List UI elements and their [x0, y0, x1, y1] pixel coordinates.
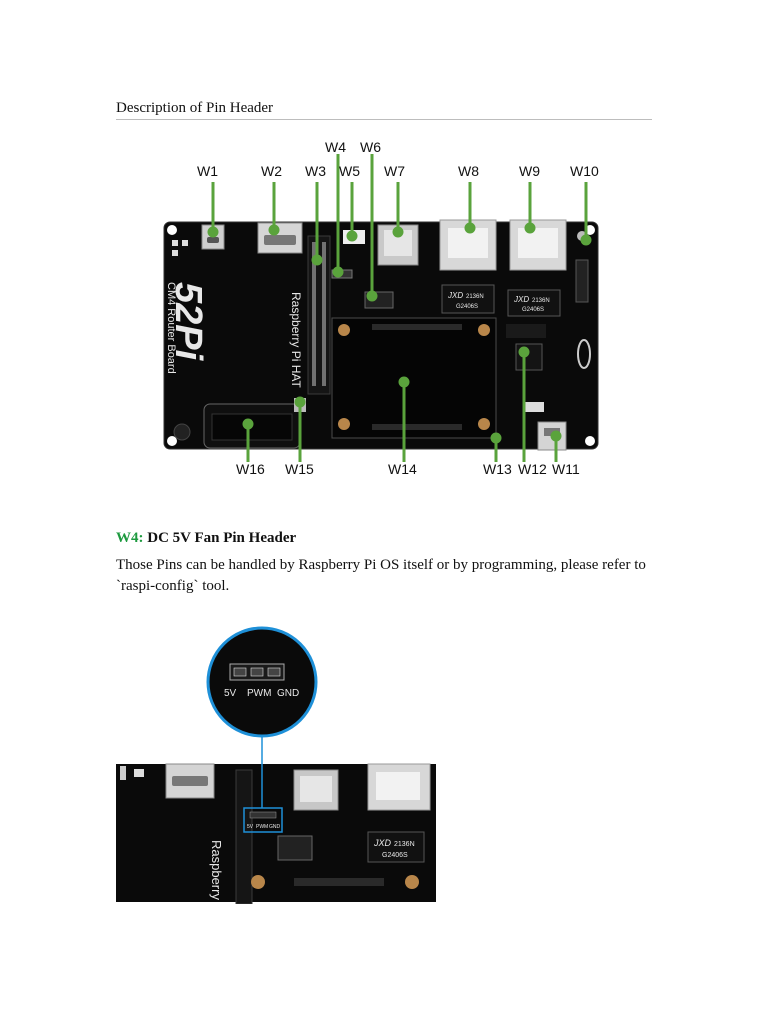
closeup-chip-brand: JXD: [373, 838, 392, 848]
label-w15: W15: [285, 461, 314, 477]
magnifier-circle: 5V PWM GND: [206, 626, 318, 738]
section-title-prefix: W4:: [116, 530, 144, 546]
pin-label-pwm: PWM: [247, 688, 271, 699]
heading-divider: [116, 119, 652, 120]
label-w7: W7: [384, 163, 405, 179]
label-w6: W6: [360, 139, 381, 155]
section-title-text: DC 5V Fan Pin Header: [147, 530, 297, 546]
chip-code-3: 2136N: [532, 298, 550, 304]
mount-hole: [167, 225, 177, 235]
page-heading: Description of Pin Header: [116, 100, 274, 116]
closeup-hat-label: Raspberry P: [209, 840, 224, 904]
cm4-module-area: [331, 317, 497, 439]
gpio-header: [307, 235, 331, 395]
label-w9: W9: [519, 163, 540, 179]
closeup-chip-code-2: G2406S: [382, 852, 408, 859]
label-w4: W4: [325, 139, 346, 155]
label-w2: W2: [261, 163, 282, 179]
mini-pin-label-pwm: PWM: [256, 824, 268, 830]
hat-label-silkscreen: Raspberry Pi HAT: [289, 292, 303, 388]
label-w13: W13: [483, 461, 512, 477]
chip-code-1: 2136N: [466, 294, 484, 300]
chip-brand-2: JXD: [513, 295, 529, 304]
label-w11: W11: [552, 461, 580, 477]
closeup-chip-code-1: 2136N: [394, 841, 415, 848]
mount-hole: [585, 436, 595, 446]
pin-label-gnd: GND: [277, 688, 299, 699]
network-chip-1: [441, 284, 495, 314]
label-w3: W3: [305, 163, 326, 179]
label-w14: W14: [388, 461, 417, 477]
fan-header-detail-figure: JXD 2136N G2406S Raspberry P 5V PWM GND …: [116, 626, 436, 904]
network-chip-2: [507, 289, 561, 317]
chip-code-2: G2406S: [456, 304, 478, 310]
mini-pin-label-gnd: GND: [269, 824, 281, 830]
label-w1: W1: [197, 163, 218, 179]
fan-header-highlight-box: [243, 807, 283, 833]
board-brand-silkscreen: 52Pi: [167, 282, 209, 362]
label-w10: W10: [570, 163, 599, 179]
label-w5: W5: [339, 163, 360, 179]
mount-hole: [167, 436, 177, 446]
board-model-silkscreen: CM4 Router Board: [165, 282, 177, 374]
label-w8: W8: [458, 163, 479, 179]
w10-header: [575, 259, 589, 303]
chip-brand-1: JXD: [447, 291, 463, 300]
label-w12: W12: [518, 461, 547, 477]
section-title: W4: DC 5V Fan Pin Header: [116, 530, 296, 547]
section-paragraph: Those Pins can be handled by Raspberry P…: [116, 557, 646, 594]
mini-pin-label-5v: 5V: [247, 824, 254, 830]
board-overview-figure: JXD 2136N G2406S JXD 2136N G2406S 52Pi C…: [163, 139, 599, 477]
pin-label-5v: 5V: [224, 688, 237, 699]
label-w16: W16: [236, 461, 265, 477]
chip-code-4: G2406S: [522, 307, 544, 313]
